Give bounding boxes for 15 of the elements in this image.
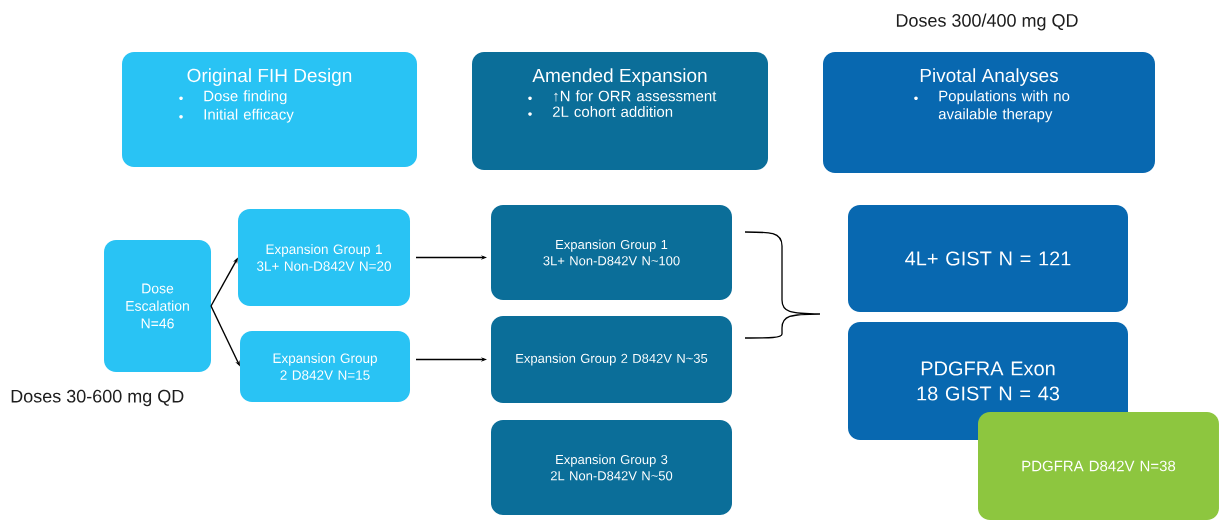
process-box: Expansion Group 1 3L+ Non-D842V N=20 xyxy=(238,209,410,306)
process-box: 4L+ GIST N = 121 xyxy=(848,205,1128,312)
process-box: Expansion Group 2 D842V N~35 xyxy=(491,316,732,403)
process-box: Pivotal Analyses Populations with no available therapy xyxy=(823,52,1155,173)
process-box: Expansion Group 2 D842V N=15 xyxy=(240,331,410,402)
process-box: Amended Expansion ↑N for ORR assessment 2L cohort addition xyxy=(472,52,768,170)
process-box: Expansion Group 1 3L+ Non-D842V N~100 xyxy=(491,205,732,300)
process-box: Original FIH Design Dose finding Initial efficacy xyxy=(122,52,417,167)
arrow xyxy=(415,357,487,362)
process-box: Dose Escalation N=46 xyxy=(104,240,211,372)
process-box: Expansion Group 3 2L Non-D842V N~50 xyxy=(491,420,732,515)
dose-note: Doses 30-600 mg QD xyxy=(11,389,184,407)
dose-note: Doses 300/400 mg QD xyxy=(896,13,1078,31)
arrow xyxy=(415,255,487,260)
process-box: PDGFRA D842V N=38 xyxy=(978,412,1219,520)
